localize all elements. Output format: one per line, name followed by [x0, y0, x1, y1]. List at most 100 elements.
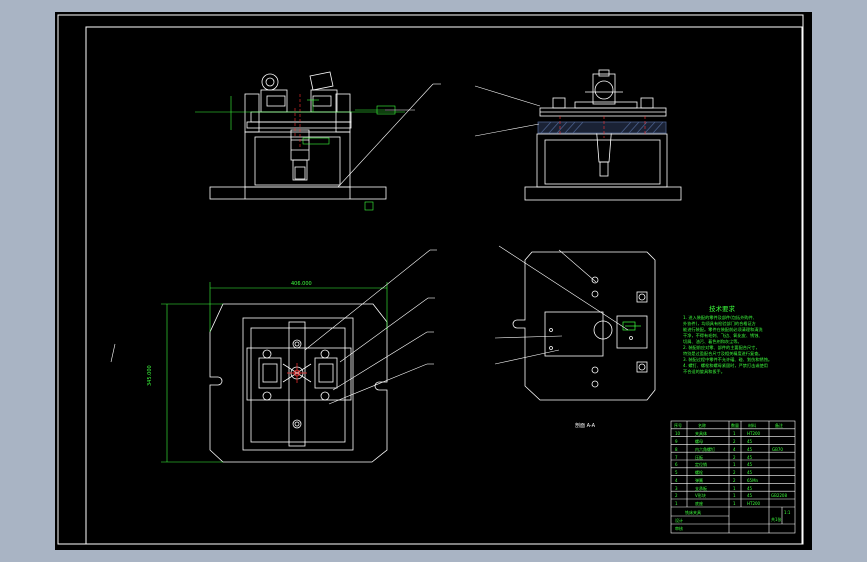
svg-text:1: 1 — [733, 493, 736, 498]
svg-text:GB70: GB70 — [772, 447, 783, 452]
svg-text:3: 3 — [675, 486, 678, 491]
svg-text:4: 4 — [733, 447, 736, 452]
svg-text:2: 2 — [733, 470, 736, 475]
svg-text:HT200: HT200 — [747, 501, 761, 506]
inner-border — [85, 26, 803, 545]
bom-row: 2 V形块 1 45 GB2208 — [675, 492, 787, 498]
bom-row: 3 支承板 1 45 — [675, 485, 753, 491]
svg-text:45: 45 — [747, 455, 753, 460]
svg-text:压板: 压板 — [695, 454, 703, 460]
svg-text:10: 10 — [675, 431, 681, 436]
top-view-body — [242, 317, 354, 451]
tech-line-8: 3. 装配过程中零件不允许磕、碰、划伤和锈蚀。 — [683, 356, 772, 363]
title-checker: 审核 — [675, 525, 683, 531]
dim-overall-width: 406.000 — [291, 281, 312, 287]
leader-lines — [110, 83, 629, 405]
svg-text:1: 1 — [733, 501, 736, 506]
bom-header-material: 材料 — [748, 422, 756, 428]
svg-text:2: 2 — [675, 493, 678, 498]
top-view-outline — [209, 303, 388, 463]
svg-text:45: 45 — [747, 447, 753, 452]
svg-text:内六角螺钉: 内六角螺钉 — [695, 446, 715, 452]
cad-drawing: 406.000 345.000 剖面 A-A — [57, 14, 804, 545]
svg-text:65Mn: 65Mn — [747, 478, 759, 483]
front-base — [209, 186, 387, 200]
tech-line-3: 能进行装配。零件在装配前必须清理和清洗 — [683, 326, 763, 333]
tech-line-1: 1. 进入装配的零件及部件(包括外购件、 — [683, 314, 757, 321]
bom-row: 8 内六角螺钉 4 45 GB70 — [675, 446, 783, 452]
side-base — [524, 186, 682, 201]
svg-text:GB2208: GB2208 — [771, 493, 787, 498]
svg-text:定位销: 定位销 — [695, 461, 707, 467]
svg-text:1: 1 — [733, 431, 736, 436]
tech-line-10: 不合适的旋具和扳手。 — [683, 368, 725, 375]
bom-row: 1 底座 1 HT200 — [675, 500, 761, 506]
svg-text:V形块: V形块 — [695, 492, 706, 498]
side-body — [536, 133, 668, 188]
title-drawing-name: 铣床夹具 — [685, 509, 701, 515]
svg-text:弹簧: 弹簧 — [695, 477, 703, 483]
front-center-lines — [294, 94, 301, 147]
svg-text:螺栓: 螺栓 — [695, 469, 703, 475]
bom-row: 5 螺栓 2 45 — [675, 469, 753, 475]
bom-header-name: 名称 — [698, 422, 706, 428]
bom-table — [670, 420, 796, 534]
tech-line-9: 4. 螺钉、螺栓和螺母紧固时，严禁打击或使用 — [683, 362, 768, 369]
svg-text:6: 6 — [675, 462, 678, 467]
section-view — [512, 251, 656, 401]
svg-text:2: 2 — [733, 439, 736, 444]
svg-text:45: 45 — [747, 486, 753, 491]
svg-text:45: 45 — [747, 462, 753, 467]
outer-border — [57, 14, 804, 545]
svg-text:1: 1 — [733, 462, 736, 467]
svg-text:5: 5 — [675, 470, 678, 475]
bom-header-qty: 数量 — [731, 422, 739, 428]
svg-text:45: 45 — [747, 470, 753, 475]
section-label: 剖面 A-A — [575, 422, 596, 429]
dim-overall-height: 345.000 — [147, 365, 153, 386]
tech-line-7: 特别是过盈配合尺寸及相关精度进行复查。 — [683, 350, 763, 357]
svg-text:9: 9 — [675, 439, 678, 444]
side-workpiece-head — [594, 80, 614, 100]
top-view — [209, 303, 388, 463]
svg-text:支承板: 支承板 — [695, 485, 707, 491]
svg-text:螺母: 螺母 — [695, 438, 703, 444]
svg-text:2: 2 — [733, 478, 736, 483]
section-outline — [512, 251, 656, 401]
bom-row: 6 定位销 1 45 — [675, 461, 753, 467]
title-designer: 设计 — [675, 517, 683, 523]
svg-text:1: 1 — [733, 486, 736, 491]
side-hatch — [537, 121, 667, 134]
front-view — [209, 71, 387, 200]
tech-line-2: 外协件)，均须具有检验部门的合格证方 — [683, 320, 756, 327]
drawing-sheet: 406.000 345.000 剖面 A-A — [55, 12, 812, 550]
bom-row: 9 螺母 2 45 — [675, 438, 753, 444]
top-dimensions — [161, 282, 388, 463]
tech-requirements: 技术要求 1. 进入装配的零件及部件(包括外购件、 外协件)，均须具有检验部门的… — [683, 304, 772, 375]
svg-text:HT200: HT200 — [747, 431, 761, 436]
section-green-feature — [622, 321, 641, 331]
title-sheet: 共1张 — [771, 516, 782, 522]
svg-text:4: 4 — [675, 478, 678, 483]
svg-text:45: 45 — [747, 493, 753, 498]
front-body — [244, 131, 351, 188]
svg-text:1: 1 — [675, 501, 678, 506]
section-bore — [593, 320, 613, 340]
title-scale: 1:1 — [784, 510, 791, 515]
tech-line-4: 干净，不得有毛刺、飞边、氧化皮、锈蚀、 — [683, 332, 763, 339]
bom-row: 4 弹簧 2 65Mn — [675, 477, 759, 483]
side-view — [524, 69, 682, 201]
top-view-red — [287, 363, 307, 383]
bom-header-note: 备注 — [775, 422, 783, 428]
side-hidden-lines — [559, 116, 646, 138]
front-knob-right — [309, 71, 334, 91]
front-knob-left — [261, 73, 279, 91]
svg-text:2: 2 — [733, 455, 736, 460]
front-dimensions — [195, 96, 405, 211]
tech-title: 技术要求 — [709, 304, 736, 313]
svg-text:底座: 底座 — [695, 500, 703, 506]
svg-text:45: 45 — [747, 439, 753, 444]
svg-text:7: 7 — [675, 455, 678, 460]
bom-header-no: 序号 — [674, 422, 682, 428]
tech-line-5: 切屑、油污、着色剂和灰尘等。 — [683, 338, 742, 345]
